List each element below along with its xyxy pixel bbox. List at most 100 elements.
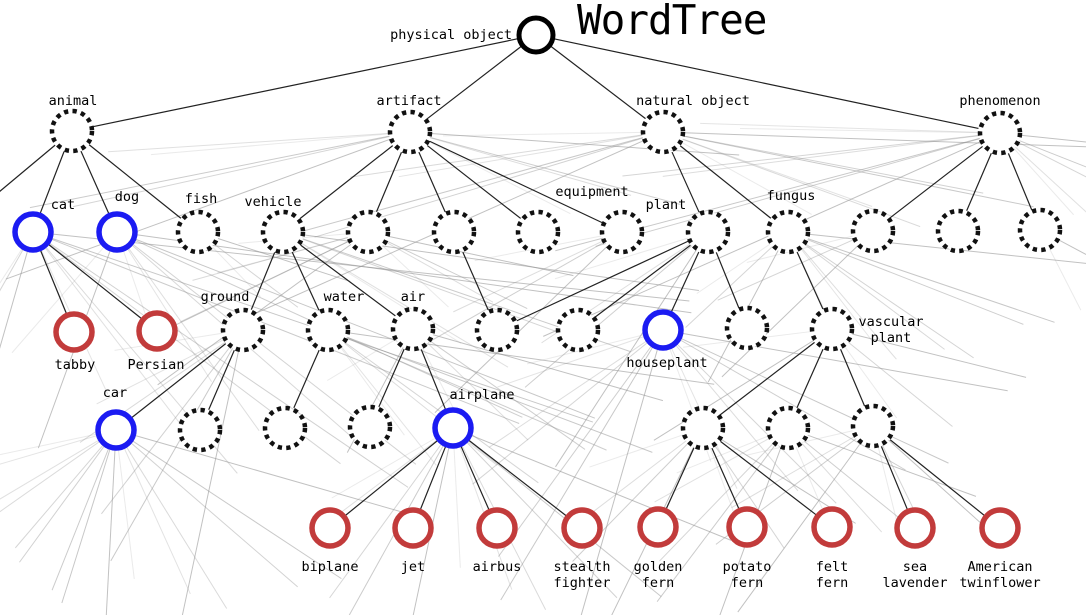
label-animal: animal xyxy=(49,93,98,109)
edge-natural_object-plant xyxy=(671,151,700,213)
node-equipment[interactable] xyxy=(599,209,645,255)
fan-line xyxy=(807,239,1024,325)
label-car: car xyxy=(103,385,127,401)
fan-line xyxy=(386,241,494,303)
fan-line xyxy=(434,246,608,413)
edge-root-animal xyxy=(93,38,518,128)
edge-cat-tabby xyxy=(40,250,67,314)
node-golden_fern[interactable] xyxy=(637,506,679,548)
label-dog: dog xyxy=(115,189,139,205)
edge-vehicle-air xyxy=(300,244,396,317)
fan-line xyxy=(350,134,643,178)
fan-line xyxy=(472,341,649,485)
node-felt_fern[interactable] xyxy=(811,506,853,548)
node-vehicle[interactable] xyxy=(260,209,306,255)
node-n747[interactable] xyxy=(724,305,770,351)
fan-line xyxy=(73,136,390,208)
edge-airplane-jet xyxy=(419,446,447,510)
edge-airplane-stealth_fighter xyxy=(468,439,567,517)
node-ground[interactable] xyxy=(220,307,266,353)
node-biplane[interactable] xyxy=(309,507,351,549)
fan-line xyxy=(683,135,984,194)
node-n538[interactable] xyxy=(515,209,561,255)
node-fish[interactable] xyxy=(175,209,221,255)
fan-line xyxy=(717,239,855,301)
edge-plant-houseplant xyxy=(670,251,700,313)
node-n873[interactable] xyxy=(850,208,896,254)
fan-line xyxy=(0,434,98,465)
node-water[interactable] xyxy=(305,307,351,353)
node-tabby[interactable] xyxy=(53,311,95,353)
node-n497[interactable] xyxy=(474,307,520,353)
edge-artifact-vehicle xyxy=(299,145,394,219)
node-n368[interactable] xyxy=(345,209,391,255)
fan-line xyxy=(347,337,607,451)
edge-root-phenomenon xyxy=(554,38,979,130)
fan-line xyxy=(674,344,799,492)
fan-line xyxy=(679,339,906,471)
node-plant[interactable] xyxy=(685,209,731,255)
node-cat[interactable] xyxy=(12,211,54,253)
node-phenomenon[interactable] xyxy=(977,110,1023,156)
fan-line xyxy=(135,234,692,314)
node-persian[interactable] xyxy=(136,310,178,352)
edge-n703-golden_fern xyxy=(665,447,695,510)
edge-ground-car xyxy=(131,343,227,419)
node-houseplant[interactable] xyxy=(642,309,684,351)
node-n703[interactable] xyxy=(680,405,726,451)
fan-line xyxy=(681,141,812,215)
fan-line xyxy=(465,441,618,599)
node-sea_lavender[interactable] xyxy=(894,507,936,549)
node-dog[interactable] xyxy=(96,211,138,253)
node-natural_object[interactable] xyxy=(640,109,686,155)
edge-plant-n747 xyxy=(715,252,740,308)
label-plant: plant xyxy=(646,197,687,213)
fan-line xyxy=(340,346,437,466)
fan-line xyxy=(302,238,580,341)
fan-line xyxy=(543,141,982,337)
fan-line xyxy=(696,243,771,294)
node-n1040[interactable] xyxy=(1017,207,1063,253)
node-n285[interactable] xyxy=(262,405,308,451)
label-cat: cat xyxy=(51,197,75,213)
node-airplane[interactable] xyxy=(432,407,474,449)
node-artifact[interactable] xyxy=(387,109,433,155)
fan-line xyxy=(150,133,390,156)
edge-water-n285 xyxy=(293,349,320,409)
node-n578[interactable] xyxy=(555,307,601,353)
label-airbus: airbus xyxy=(473,559,522,575)
fan-line xyxy=(555,249,697,468)
fan-line xyxy=(430,132,740,156)
fan-line xyxy=(61,447,111,604)
fan-line xyxy=(134,238,596,419)
node-potato_fern[interactable] xyxy=(726,506,768,548)
node-car[interactable] xyxy=(95,409,137,451)
node-n958[interactable] xyxy=(935,208,981,254)
node-n370[interactable] xyxy=(347,404,393,450)
node-n873b[interactable] xyxy=(850,403,896,449)
node-fungus[interactable] xyxy=(765,209,811,255)
node-american_twinflower[interactable] xyxy=(979,507,1021,549)
node-stealth_fighter[interactable] xyxy=(561,507,603,549)
node-vascular_plant[interactable] xyxy=(809,306,855,352)
label-airplane: airplane xyxy=(449,387,514,403)
node-root[interactable] xyxy=(516,15,556,55)
fan-line xyxy=(429,340,586,450)
fan-line xyxy=(1015,146,1086,213)
node-airbus[interactable] xyxy=(476,507,518,549)
fan-line xyxy=(181,350,240,615)
node-n788b[interactable] xyxy=(765,405,811,451)
node-n454[interactable] xyxy=(431,209,477,255)
node-air[interactable] xyxy=(390,306,436,352)
node-jet[interactable] xyxy=(392,507,434,549)
node-animal[interactable] xyxy=(49,108,95,154)
label-biplane: biplane xyxy=(302,559,359,575)
node-n200[interactable] xyxy=(177,407,223,453)
edge-vehicle-ground xyxy=(250,252,276,310)
label-air: air xyxy=(401,289,425,305)
fan-line xyxy=(1018,142,1086,178)
fan-line xyxy=(801,443,883,533)
fan-line xyxy=(14,444,105,549)
